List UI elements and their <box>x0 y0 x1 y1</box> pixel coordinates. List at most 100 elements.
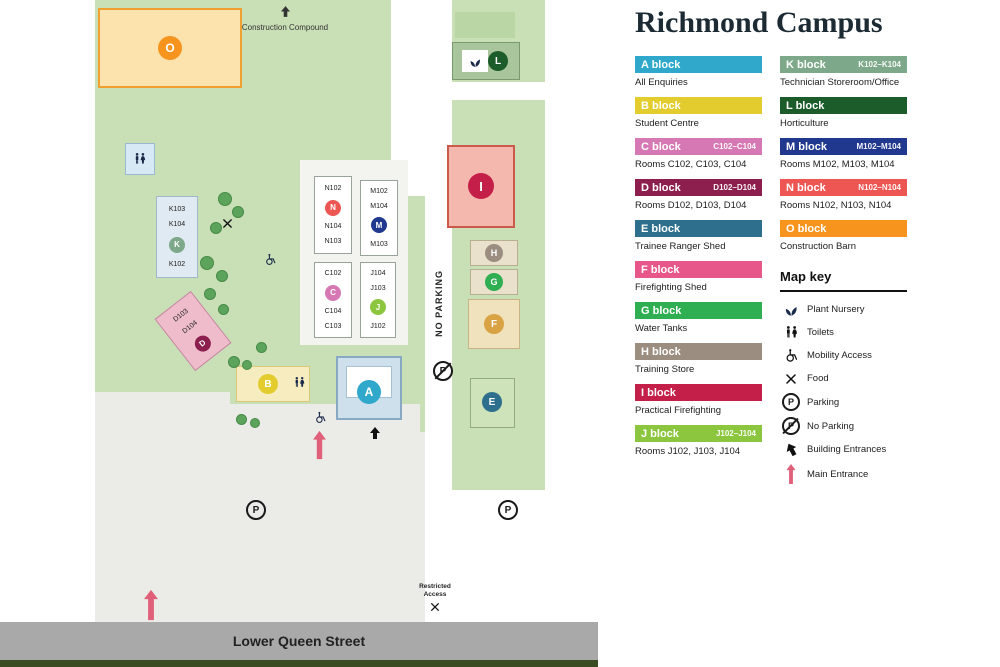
room-label: J103 <box>370 284 386 292</box>
legend-item-f-block: F block Firefighting Shed <box>635 261 762 293</box>
key-label: Food <box>807 373 829 384</box>
block-range: M102–M104 <box>856 142 901 151</box>
construction-compound-label: Construction Compound <box>238 4 332 33</box>
building-f-block <box>468 299 520 349</box>
block-label: M block <box>786 140 827 153</box>
building-n-block: N102 N N104 N103 <box>314 176 352 254</box>
entrance-arrow-icon <box>780 443 802 457</box>
mapkey-item-plant-nursery: Plant Nursery <box>780 301 907 318</box>
block-desc: Rooms M102, M103, M104 <box>780 159 895 170</box>
tree <box>232 206 244 218</box>
block-desc: Firefighting Shed <box>635 282 707 293</box>
street-name: Lower Queen Street <box>232 633 366 649</box>
legend-item-e-block: E block Trainee Ranger Shed <box>635 220 762 252</box>
entrance-arrow-icon <box>370 426 380 444</box>
badge-k-block: K <box>169 236 185 253</box>
block-desc: Student Centre <box>635 118 699 129</box>
badge-c-block: C <box>325 284 341 301</box>
main-entrance-arrow-icon <box>313 430 326 465</box>
room-label: N102 <box>324 184 342 192</box>
block-desc: Construction Barn <box>780 241 857 252</box>
parking-icon: P <box>780 393 802 411</box>
block-desc: Practical Firefighting <box>635 405 722 416</box>
tree <box>210 222 222 234</box>
food-icon <box>222 216 233 234</box>
main-entrance-arrow-icon <box>144 586 158 629</box>
no-entry-x-icon <box>431 602 439 611</box>
wheelchair-icon <box>264 253 277 271</box>
room-label: K102 <box>168 261 186 269</box>
legend-item-h-block: H block Training Store <box>635 343 762 375</box>
badge-l-block: L <box>488 51 508 71</box>
parking-icon: P <box>498 500 518 520</box>
tree <box>218 304 229 315</box>
block-range: N102–N104 <box>858 183 901 192</box>
room-label: K103 <box>168 205 186 213</box>
entrance-arrow-icon <box>280 6 290 17</box>
mapkey-item-food: Food <box>780 370 907 387</box>
key-label: Plant Nursery <box>807 304 865 315</box>
no-parking-icon: P <box>780 417 802 435</box>
legend-panel: Richmond Campus A block All Enquiries B … <box>598 0 1000 667</box>
carpark-paving <box>95 392 230 437</box>
key-label: Parking <box>807 396 840 408</box>
block-label: K block <box>786 58 826 71</box>
main-entrance-arrow-icon <box>780 464 802 484</box>
badge-e-block: E <box>482 392 502 412</box>
room-label: M103 <box>370 240 388 248</box>
badge-n-block: N <box>325 199 341 216</box>
map-key-title: Map key <box>780 261 907 292</box>
mapkey-item-mobility-access: Mobility Access <box>780 347 907 364</box>
badge-d-block: D <box>191 331 214 355</box>
block-label: C block <box>641 140 681 153</box>
badge-i-block: I <box>468 173 494 199</box>
room-label: J104 <box>370 270 386 278</box>
block-label: B block <box>641 99 681 112</box>
street-verge <box>0 660 598 667</box>
room-label: M104 <box>370 202 388 210</box>
block-label: E block <box>641 222 681 235</box>
tree <box>242 360 252 370</box>
building-j-block: J104 J103 J J102 <box>360 262 396 338</box>
page-title: Richmond Campus <box>635 6 883 39</box>
block-range: C102–C104 <box>713 142 756 151</box>
wheelchair-icon <box>780 348 802 363</box>
restricted-access-text: Restricted Access <box>419 583 451 598</box>
badge-f-block: F <box>484 314 504 334</box>
plant-nursery-box <box>462 50 488 72</box>
block-desc: Rooms N102, N103, N104 <box>780 200 892 211</box>
no-parking-label: NO PARKING <box>434 270 444 337</box>
mapkey-item-parking: P Parking <box>780 393 907 411</box>
legend-item-m-block: M block M102–M104 Rooms M102, M103, M104 <box>780 138 907 170</box>
tree <box>216 270 228 282</box>
parking-letter: P <box>504 504 512 516</box>
construction-compound-text: Construction Compound <box>241 23 329 32</box>
key-label: Toilets <box>807 327 834 338</box>
key-label: Building Entrances <box>807 444 887 455</box>
block-desc: Training Store <box>635 364 695 375</box>
tree <box>236 414 247 425</box>
legend-column-left: A block All Enquiries B block Student Ce… <box>635 56 762 490</box>
block-label: L block <box>786 99 825 112</box>
tree <box>228 356 240 368</box>
room-label: K104 <box>168 221 186 229</box>
carpark-paving <box>95 432 425 622</box>
block-label: J block <box>641 427 679 440</box>
key-label: No Parking <box>807 420 854 432</box>
tree <box>204 288 216 300</box>
mapkey-item-no-parking: P No Parking <box>780 417 907 435</box>
badge-o-block: O <box>158 36 182 60</box>
campus-map: Lower Queen Street Construction Compound… <box>0 0 598 667</box>
block-desc: Rooms D102, D103, D104 <box>635 200 747 211</box>
toilets-icon <box>293 376 306 394</box>
room-label: C103 <box>324 322 342 330</box>
legend-item-g-block: G block Water Tanks <box>635 302 762 334</box>
legend-item-b-block: B block Student Centre <box>635 97 762 129</box>
block-label: O block <box>786 222 827 235</box>
block-label: I block <box>641 386 676 399</box>
